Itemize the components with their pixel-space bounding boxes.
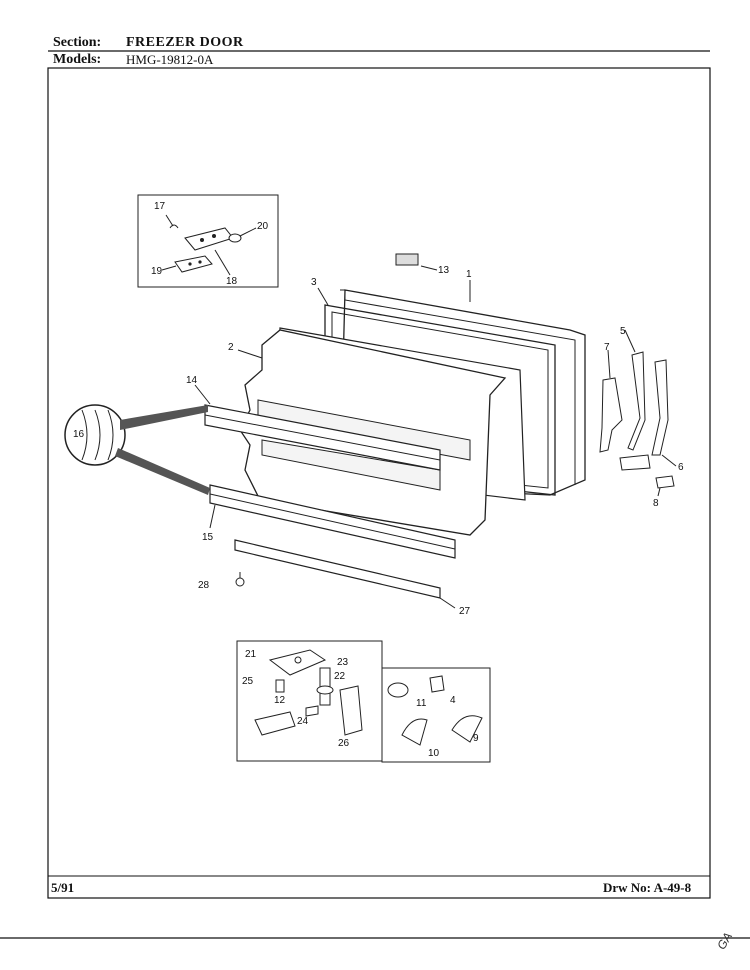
drawing-number-block: Drw No: A-49-8 — [603, 880, 691, 896]
callout-17: 17 — [154, 201, 166, 212]
callout-25: 25 — [242, 676, 254, 687]
part-15-lower-shelf-bar — [209, 484, 456, 559]
callout-14: 14 — [186, 375, 198, 386]
inset-lower-hinge — [236, 640, 383, 762]
callout-12: 12 — [274, 695, 286, 706]
callout-2: 2 — [228, 342, 234, 353]
callout-20: 20 — [257, 221, 269, 232]
callout-22: 22 — [334, 671, 346, 682]
callout-26: 26 — [338, 738, 350, 749]
callout-16: 16 — [73, 429, 85, 440]
drawing-number-label: Drw No: — [603, 880, 652, 895]
callout-19: 19 — [151, 266, 163, 277]
section-value: FREEZER DOOR — [126, 35, 244, 50]
callout-11: 11 — [416, 698, 427, 709]
models-label: Models: — [53, 52, 102, 67]
part-13-nameplate — [395, 253, 438, 271]
callout-21: 21 — [245, 649, 257, 660]
callout-9: 9 — [473, 733, 479, 744]
callout-4: 4 — [450, 695, 456, 706]
callout-27: 27 — [459, 606, 471, 617]
models-value: HMG-19812-0A — [126, 52, 214, 67]
part-27-bottom-trim — [234, 539, 456, 609]
inset-top-hinge — [137, 194, 279, 288]
part-16-detail-callout — [64, 404, 210, 495]
part-28-screw — [235, 572, 245, 587]
callout-15: 15 — [202, 532, 214, 543]
callout-7: 7 — [604, 342, 610, 353]
callout-13: 13 — [438, 265, 450, 276]
section-label: Section: — [53, 35, 102, 50]
callout-6: 6 — [678, 462, 684, 473]
callout-1: 1 — [466, 269, 472, 280]
callout-23: 23 — [337, 657, 349, 668]
callout-3: 3 — [311, 277, 317, 288]
callout-28: 28 — [198, 580, 210, 591]
callout-18: 18 — [226, 276, 238, 287]
callout-8: 8 — [653, 498, 659, 509]
drawing-number: A-49-8 — [653, 880, 692, 895]
callout-5: 5 — [620, 326, 626, 337]
revision-date: 5/91 — [51, 880, 75, 895]
callout-10: 10 — [428, 748, 440, 759]
callout-24: 24 — [297, 716, 309, 727]
parts-5-6-7-8-hinges — [599, 329, 677, 497]
inset-door-stop — [381, 667, 491, 763]
part-14-upper-shelf-bar — [194, 384, 441, 471]
